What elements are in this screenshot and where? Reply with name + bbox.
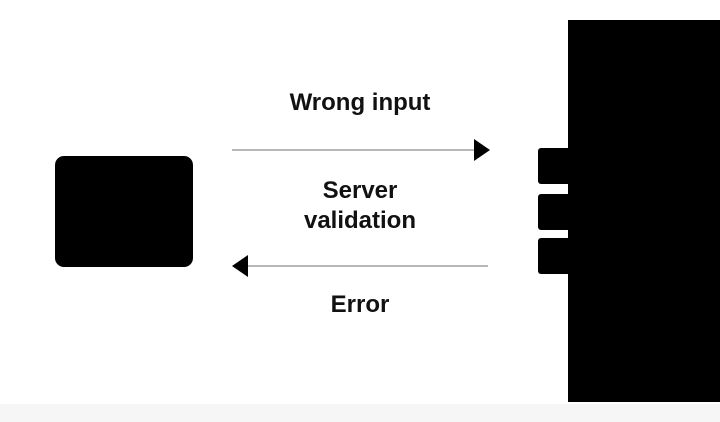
server-validation-line-2: validation [303,207,417,234]
error-label: Error [330,291,390,318]
return-arrow-head [232,255,248,277]
server-block [568,20,720,402]
forward-arrow-head [474,139,490,161]
server-tab-3 [538,238,572,274]
server-tab-2 [538,194,572,230]
server-validation-line-1: Server [322,177,398,204]
wrong-input-label: Wrong input [289,89,431,116]
bottom-band [0,404,720,422]
server-validation-label: Server validation [232,176,488,236]
server-tab-1 [538,148,572,184]
client-box [55,156,193,267]
